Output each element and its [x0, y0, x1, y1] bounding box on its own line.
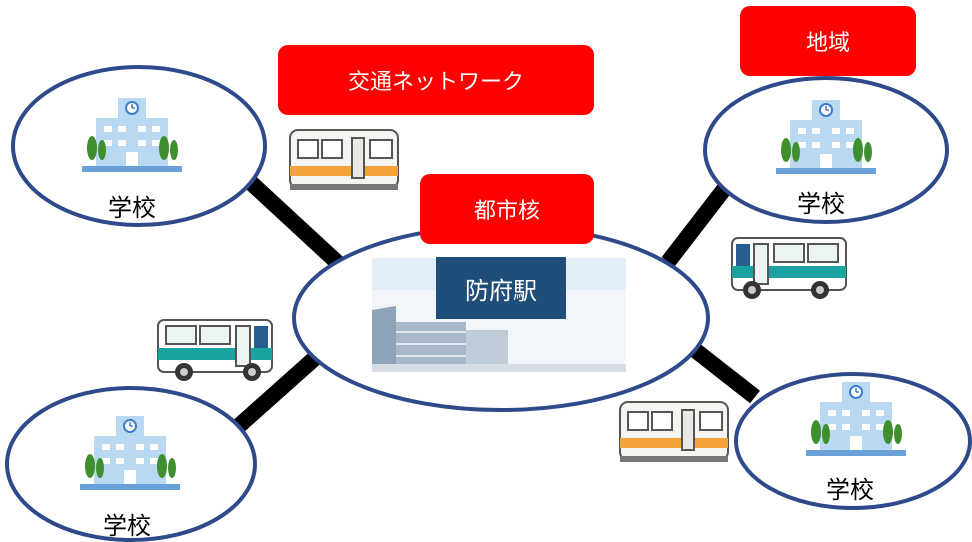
- transport-network-label: 交通ネットワーク: [347, 70, 524, 95]
- connector-line-upper-left: [242, 174, 346, 271]
- station-name-label: 防府駅: [436, 257, 566, 319]
- connector-line-lower-left: [226, 352, 321, 438]
- transport-network-tag: 交通ネットワーク: [278, 45, 594, 115]
- school-label-lower-left: 学校: [103, 512, 151, 540]
- school-label-upper-left: 学校: [108, 194, 156, 222]
- school-label-upper-right: 学校: [797, 190, 845, 218]
- city-core-tag: 都市核: [420, 174, 594, 244]
- bus-icon: [731, 237, 847, 300]
- train-icon: [619, 401, 729, 463]
- region-tag: 地域: [740, 6, 916, 76]
- train-icon: [289, 129, 399, 191]
- bus-icon: [157, 319, 273, 382]
- city-core-label: 都市核: [473, 199, 540, 224]
- region-label: 地域: [805, 31, 850, 56]
- connector-line-upper-right: [661, 183, 732, 267]
- connector-line-lower-right: [690, 343, 760, 404]
- station-name-text: 防府駅: [465, 276, 537, 305]
- school-label-lower-right: 学校: [826, 476, 874, 504]
